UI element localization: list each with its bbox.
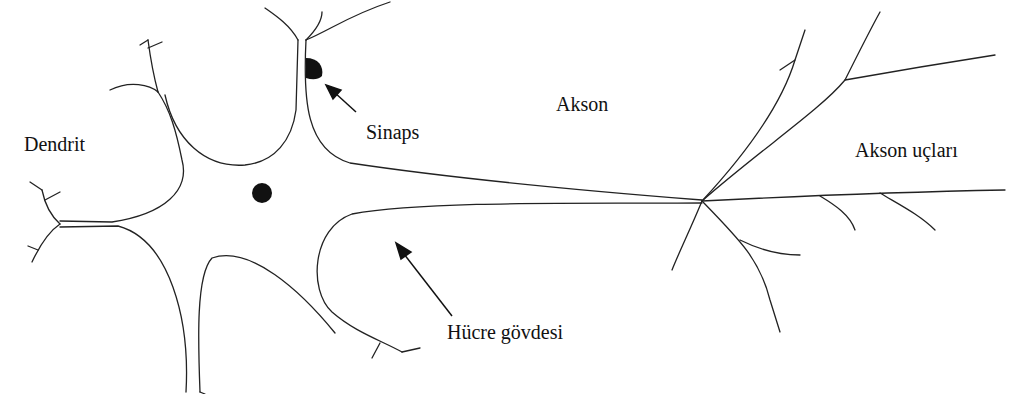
part-label: Sinaps [366,120,419,144]
part-label: Hücre gövdesi [447,320,563,344]
part-label: Akson [556,92,608,116]
part-label: Akson uçları [855,138,958,162]
part-label: Dendrit [24,132,85,156]
